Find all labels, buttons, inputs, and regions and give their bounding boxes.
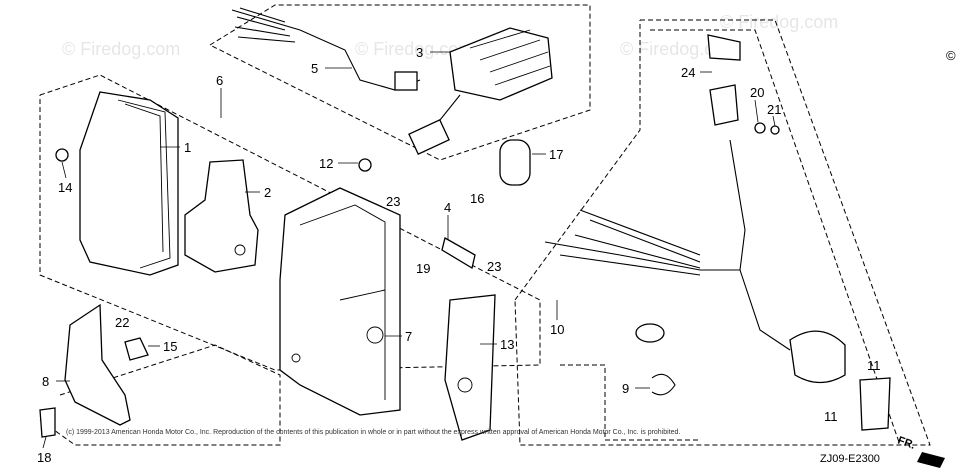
clip-18-part — [39, 407, 56, 438]
callout-23a: 23 — [386, 194, 400, 209]
cover-part — [79, 91, 179, 276]
small-parts — [39, 122, 891, 438]
callout-13: 13 — [500, 337, 514, 352]
control-box-screw — [291, 353, 301, 363]
bracket-outline — [64, 303, 131, 426]
boundary-regulator — [209, 4, 591, 161]
front-direction-indicator: FR. — [896, 435, 945, 468]
front-arrow-icon — [917, 452, 945, 468]
plate-outline — [444, 294, 496, 441]
callout-1: 1 — [184, 140, 191, 155]
callout-16: 16 — [470, 191, 484, 206]
clip-15-part — [124, 337, 149, 361]
watermark-1: © Firedog.com — [62, 39, 180, 59]
callout-17: 17 — [549, 147, 563, 162]
main-harness-leads — [559, 209, 701, 276]
callout-15: 15 — [163, 339, 177, 354]
callout-20: 20 — [750, 85, 764, 100]
control-box-outline — [279, 187, 401, 416]
callout-9: 9 — [622, 381, 629, 396]
regulator-part — [408, 27, 553, 156]
callouts: 1 2 3 4 5 6 7 8 9 10 11 11 12 13 14 15 1… — [37, 45, 881, 465]
leader-21 — [772, 115, 776, 127]
regulator-connector — [408, 118, 450, 156]
callout-6: 6 — [216, 73, 223, 88]
boundary-harness-left — [514, 20, 641, 301]
leader-14 — [61, 161, 67, 179]
cover-rib-1 — [117, 99, 171, 269]
fuse-holder-part — [709, 84, 739, 126]
grommet-part — [635, 323, 665, 343]
fuse-cap-part — [707, 34, 741, 61]
callout-10: 10 — [550, 322, 564, 337]
washer-21-part — [770, 125, 780, 135]
copyright-notice: (c) 1999-2013 American Honda Motor Co., … — [66, 429, 680, 436]
group-boundaries — [39, 4, 931, 446]
main-harness-trunk — [544, 139, 746, 271]
callout-11b: 11 — [824, 409, 838, 424]
watermark-2: © Firedog.com — [355, 39, 473, 59]
corner-mark: © — [946, 48, 956, 63]
callout-19: 19 — [416, 261, 430, 276]
holder-hole — [234, 244, 246, 256]
cover-rib-2 — [124, 103, 164, 253]
callout-3: 3 — [416, 45, 423, 60]
callout-14: 14 — [58, 180, 72, 195]
bracket-part — [64, 303, 131, 426]
main-harness-to-switch — [739, 269, 791, 351]
control-box-panels — [299, 204, 386, 400]
pressure-switch-body — [789, 330, 846, 384]
callout-11a: 11 — [867, 358, 881, 373]
callout-8: 8 — [42, 374, 49, 389]
callout-2: 2 — [264, 185, 271, 200]
regulator-fins — [469, 29, 551, 86]
boundary-bracket — [39, 344, 281, 446]
callout-24: 24 — [681, 65, 695, 80]
front-label: FR. — [896, 435, 917, 452]
boundary-control-box — [39, 74, 541, 371]
leader-lines — [42, 51, 776, 449]
sub-harness-connector — [394, 71, 418, 91]
sub-harness-part — [231, 7, 421, 91]
band-12-part — [358, 158, 372, 172]
callout-5: 5 — [311, 61, 318, 76]
sub-harness-leads — [234, 7, 296, 43]
callout-22: 22 — [115, 315, 129, 330]
plate-hole — [457, 377, 473, 393]
holder-outline — [184, 159, 259, 273]
callout-21: 21 — [767, 102, 781, 117]
leader-20 — [754, 99, 759, 123]
terminal-11-part — [859, 377, 891, 431]
callout-12: 12 — [319, 156, 333, 171]
callout-7: 7 — [405, 329, 412, 344]
plate-part — [444, 294, 496, 441]
control-box-hole — [366, 326, 384, 344]
watermark-4: © Firedog.com — [720, 12, 838, 32]
boundary-band — [560, 364, 700, 441]
callout-4: 4 — [444, 200, 451, 215]
diagram-code: ZJ09-E2300 — [820, 453, 880, 465]
main-harness-part — [544, 34, 846, 384]
leader-18 — [42, 436, 47, 449]
holder-part — [184, 159, 259, 273]
cover-outline — [79, 91, 179, 276]
stay-4-part — [441, 237, 476, 270]
boundary-harness — [514, 19, 931, 446]
screw-14-part — [55, 148, 69, 162]
callout-23b: 23 — [487, 259, 501, 274]
control-box-part — [279, 187, 401, 416]
boundary-harness-inner — [650, 29, 901, 446]
nut-20-part — [754, 122, 766, 134]
capacitor-part — [499, 139, 531, 186]
callout-18: 18 — [37, 450, 51, 465]
band-part — [651, 373, 676, 396]
